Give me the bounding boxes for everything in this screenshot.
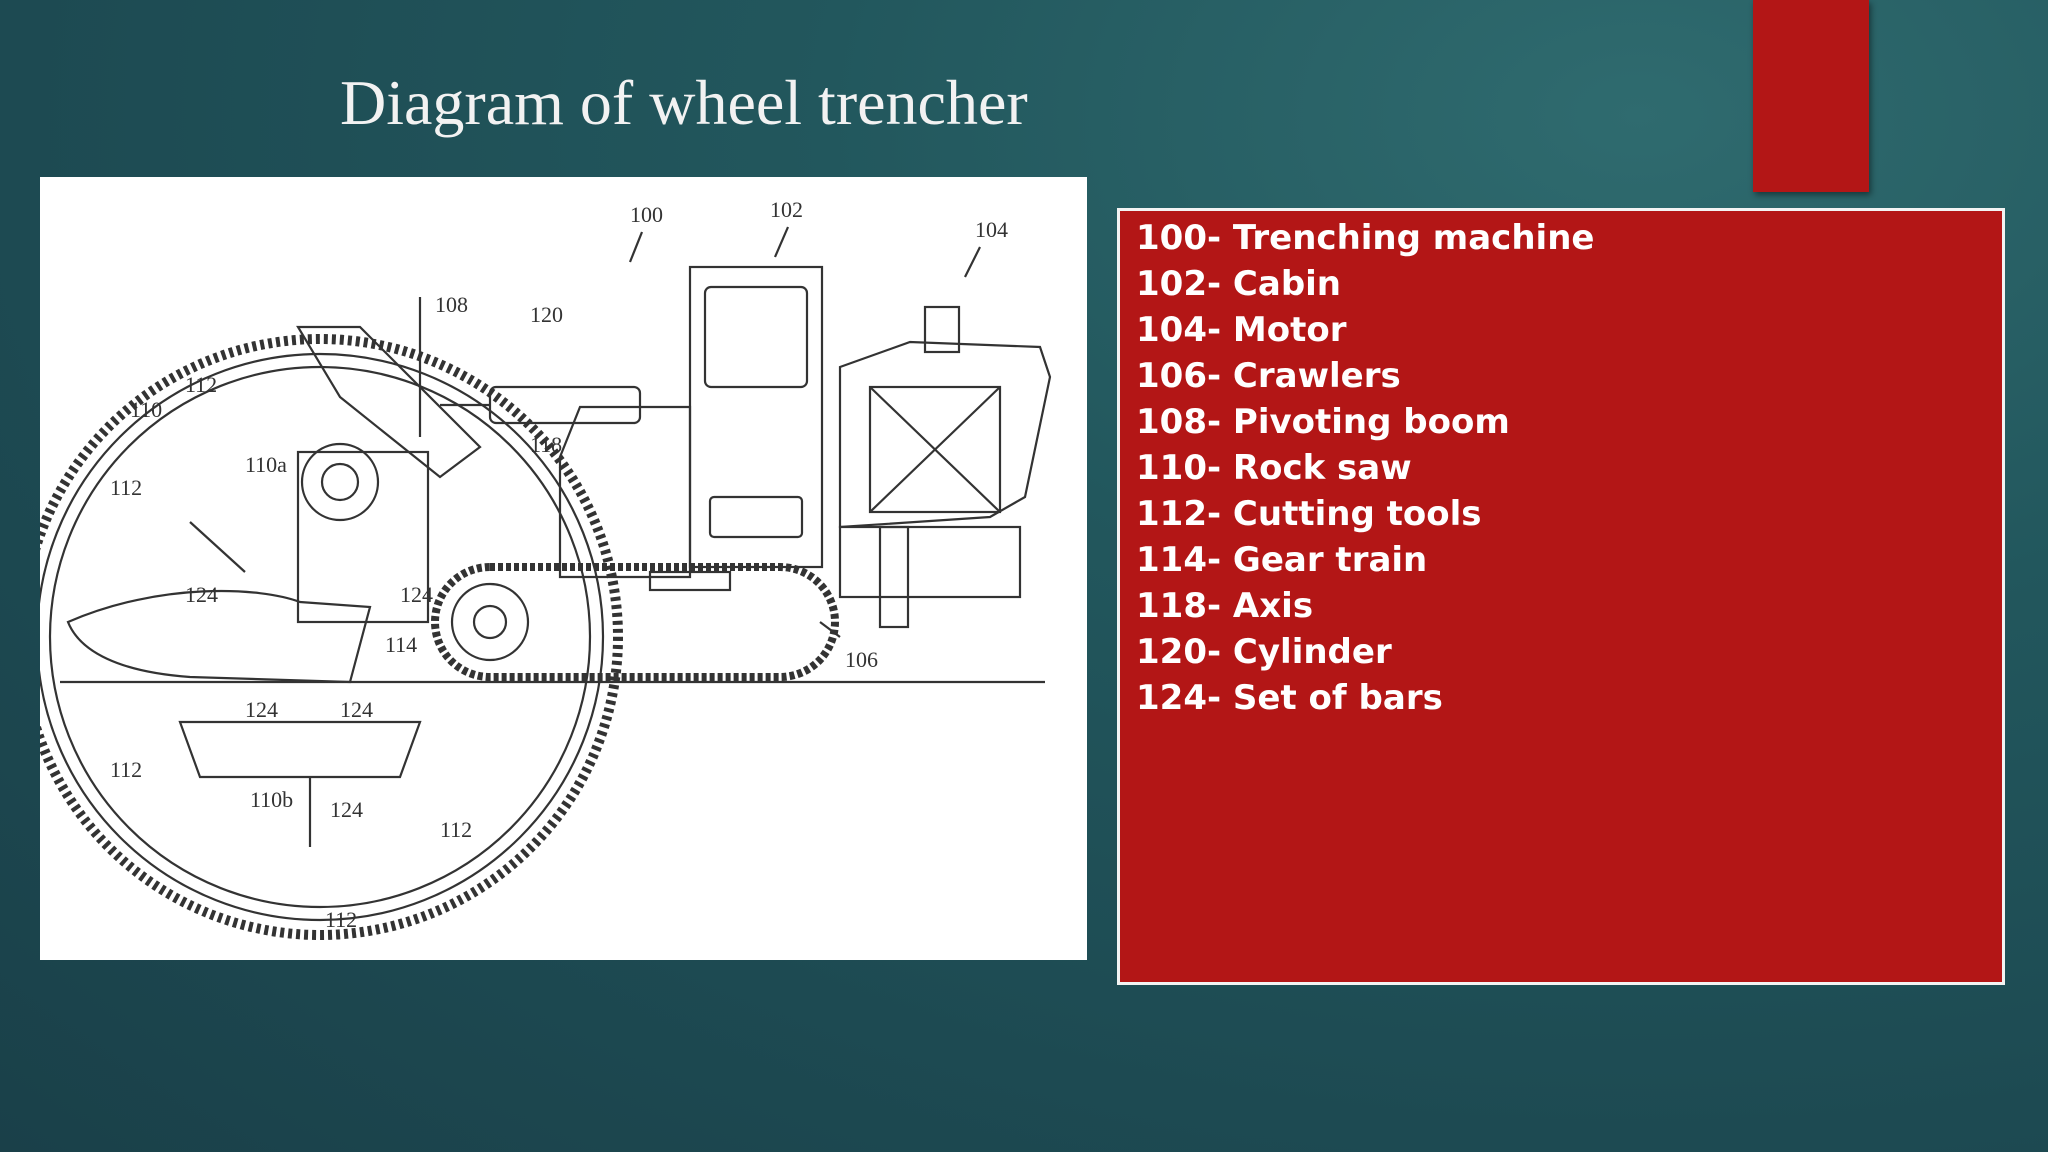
label-100: 100 bbox=[630, 202, 663, 227]
legend-item: 114- Gear train bbox=[1136, 540, 1428, 580]
track-sprocket bbox=[450, 582, 530, 662]
legend-item: 124- Set of bars bbox=[1136, 678, 1443, 718]
legend-item: 104- Motor bbox=[1136, 310, 1347, 350]
motor-housing bbox=[838, 340, 1052, 529]
trencher-drawing: 100 102 104 106 108 110 110a 110b 112 11… bbox=[40, 197, 1052, 940]
gear-hub bbox=[300, 442, 380, 522]
legend-panel: 100- Trenching machine 102- Cabin 104- M… bbox=[1117, 208, 2005, 985]
engine-panel bbox=[868, 385, 1002, 514]
label-102: 102 bbox=[770, 197, 803, 222]
slide-title: Diagram of wheel trencher bbox=[340, 67, 1028, 138]
legend-item: 108- Pivoting boom bbox=[1136, 402, 1510, 442]
set-of-bars bbox=[178, 720, 422, 779]
label-124-mid: 124 bbox=[400, 582, 433, 607]
label-120: 120 bbox=[530, 302, 563, 327]
label-110: 110 bbox=[130, 397, 162, 422]
label-110b: 110b bbox=[250, 787, 293, 812]
gear-hub-center bbox=[320, 462, 360, 502]
leader-100 bbox=[628, 231, 644, 263]
label-114: 114 bbox=[385, 632, 417, 657]
legend-item: 118- Axis bbox=[1136, 586, 1314, 626]
leader-102 bbox=[773, 226, 790, 258]
label-124-bar-left: 124 bbox=[245, 697, 278, 722]
rock-saw-teeth bbox=[40, 334, 623, 940]
label-112-right: 112 bbox=[440, 817, 472, 842]
leader-104 bbox=[964, 246, 981, 278]
rock-saw-inner-rim bbox=[48, 365, 592, 909]
label-124-bar-right: 124 bbox=[340, 697, 373, 722]
accent-bar bbox=[1753, 0, 1869, 192]
label-118: 118 bbox=[530, 432, 562, 457]
legend-item: 102- Cabin bbox=[1136, 264, 1342, 304]
label-112-left: 112 bbox=[110, 475, 142, 500]
legend-item: 110- Rock saw bbox=[1136, 448, 1412, 488]
label-112-lower: 112 bbox=[110, 757, 142, 782]
legend-item: 120- Cylinder bbox=[1136, 632, 1392, 672]
label-124-left: 124 bbox=[185, 582, 218, 607]
rock-saw-wheel bbox=[40, 352, 605, 922]
label-106: 106 bbox=[845, 647, 878, 672]
leader-106 bbox=[819, 621, 841, 638]
label-108: 108 bbox=[435, 292, 468, 317]
label-104: 104 bbox=[975, 217, 1008, 242]
legend-item: 106- Crawlers bbox=[1136, 356, 1401, 396]
label-112-bottom: 112 bbox=[325, 907, 357, 932]
trencher-diagram: 100 102 104 106 108 110 110a 110b 112 11… bbox=[40, 177, 1087, 960]
legend-item: 112- Cutting tools bbox=[1136, 494, 1482, 534]
crawler-track bbox=[431, 563, 839, 681]
exhaust-stack bbox=[923, 305, 961, 354]
label-112-top: 112 bbox=[185, 372, 217, 397]
label-110a: 110a bbox=[245, 452, 287, 477]
label-124-bottom: 124 bbox=[330, 797, 363, 822]
mid-body bbox=[558, 405, 692, 579]
legend-item: 100- Trenching machine bbox=[1136, 218, 1595, 258]
front-shoe bbox=[66, 589, 372, 684]
pivoting-boom bbox=[296, 325, 482, 479]
